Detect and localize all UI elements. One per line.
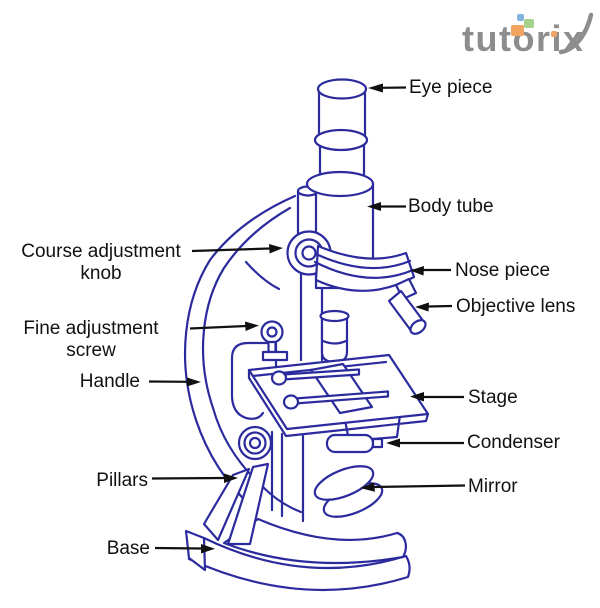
label-base: Base (106, 538, 150, 559)
pillars-drawing (202, 462, 270, 546)
label-nose-piece: Nose piece (455, 260, 551, 281)
arrow-eye-piece (368, 83, 407, 93)
pointer-arrows (148, 83, 466, 554)
tutorix-logo: tutorix (462, 2, 600, 64)
label-objective-lens: Objective lens (456, 296, 576, 317)
label-course-adjustment-knob: Course adjustment knob (21, 241, 181, 284)
arrow-stage (410, 392, 464, 402)
condenser-drawing (325, 413, 402, 454)
label-body-tube: Body tube (408, 196, 494, 217)
label-stage: Stage (468, 387, 518, 408)
arrow-pillars (151, 473, 238, 483)
arrow-condenser (386, 438, 464, 448)
logo-green-square-icon (524, 19, 534, 28)
arrow-fine-adjustment-screw (189, 321, 259, 331)
base-drawing (184, 517, 411, 592)
stage-drawing (247, 353, 430, 438)
logo-blue-square-icon (517, 14, 524, 21)
label-condenser: Condenser (467, 432, 560, 453)
limb-knob-drawing (237, 425, 273, 461)
nose-piece-drawing (313, 244, 427, 364)
logo-orange-square-icon (511, 25, 524, 36)
handle-drawing (183, 194, 303, 514)
arrow-course-adjustment-knob (191, 244, 283, 254)
label-fine-adjustment-screw: Fine adjustment screw (23, 318, 159, 361)
logo-i-dot-icon (551, 31, 557, 37)
arrow-objective-lens (415, 302, 453, 312)
label-mirror: Mirror (468, 476, 518, 497)
mirror-drawing (313, 465, 384, 518)
arrow-mirror (360, 482, 466, 492)
objective-lens-center-drawing (320, 316, 349, 364)
limb-drawing (270, 430, 305, 523)
label-eye-piece: Eye piece (409, 77, 493, 98)
arrow-base (154, 544, 215, 554)
arrow-handle (148, 377, 201, 387)
fine-screw-drawing (260, 320, 289, 362)
label-handle: Handle (79, 371, 140, 392)
logo-swoosh-icon (558, 12, 594, 55)
label-pillars: Pillars (96, 470, 148, 491)
arrow-nose-piece (410, 266, 451, 276)
eye-piece-drawing (316, 78, 368, 100)
arrow-body-tube (367, 202, 406, 211)
